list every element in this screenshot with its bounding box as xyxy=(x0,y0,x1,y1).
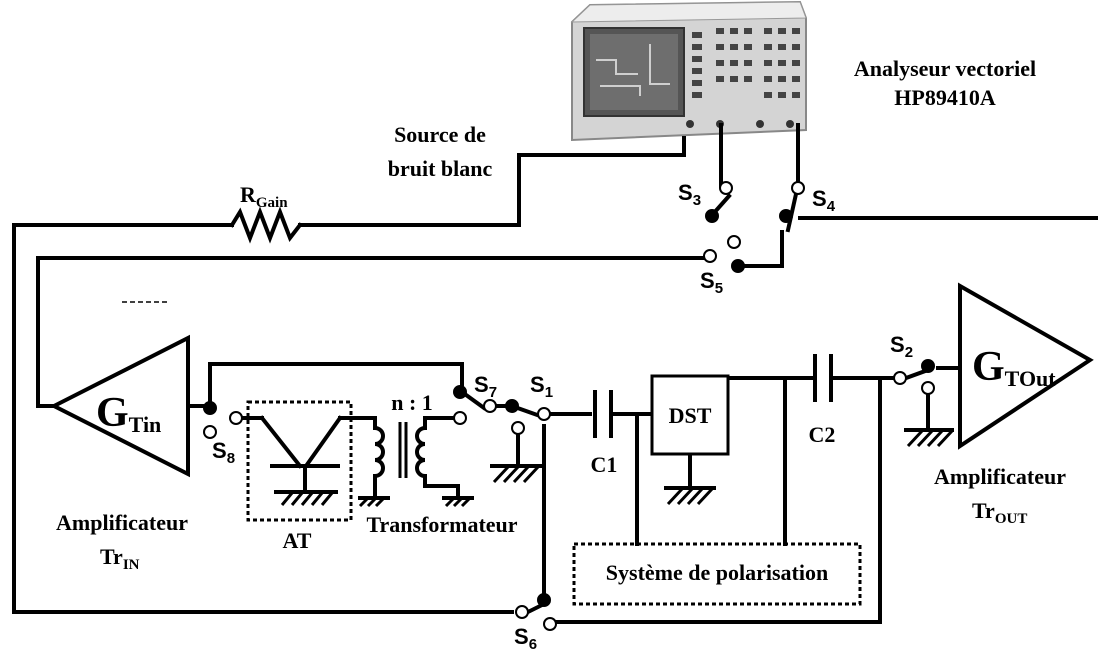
switch-s3-label: S3 xyxy=(678,180,701,209)
amplifier-in-caption: Amplificateur xyxy=(56,510,188,535)
amplifier-out-tr-label: TrOUT xyxy=(972,498,1027,527)
attenuator-label: AT xyxy=(283,528,312,553)
amplifier-out-symbol xyxy=(958,282,1094,450)
amplifier-out-gain-label: GTOut xyxy=(972,344,1056,391)
analyzer-model-label: HP89410A xyxy=(894,85,996,110)
circuit-wires xyxy=(12,123,1098,624)
switch-s6-label: S6 xyxy=(514,624,537,652)
switch-s7-label: S7 xyxy=(474,372,497,401)
ground-transformer-primary xyxy=(358,496,390,508)
switch-s1-label: S1 xyxy=(530,372,553,401)
resistor-rgain xyxy=(229,206,303,244)
noise-source-label-line1: Source de xyxy=(394,122,486,147)
ground-s1 xyxy=(490,464,542,484)
amplifier-in-tr-label: TrIN xyxy=(100,544,140,573)
dst-label: DST xyxy=(669,403,712,428)
capacitor-c2-label: C2 xyxy=(809,422,836,447)
ground-transformer-secondary xyxy=(442,496,474,508)
amplifier-out-caption: Amplificateur xyxy=(934,464,1066,489)
amplifier-in-symbol xyxy=(49,334,190,478)
ground-s2 xyxy=(904,428,954,448)
amplifier-in-gain-label: GTin xyxy=(96,390,161,437)
dst-box xyxy=(650,374,730,456)
switch-s8-label: S8 xyxy=(212,438,235,467)
attenuator-box xyxy=(246,400,353,522)
analyzer-name-label: Analyseur vectoriel xyxy=(854,56,1036,81)
bias-system-box xyxy=(572,542,862,606)
resistor-label: RGain xyxy=(240,182,288,211)
ground-symbols xyxy=(274,428,954,508)
transformer-label: Transformateur xyxy=(366,512,517,537)
bias-system-label: Système de polarisation xyxy=(606,560,828,585)
switch-s5-label: S5 xyxy=(700,268,723,297)
capacitor-c1-label: C1 xyxy=(591,452,618,477)
switch-contacts xyxy=(203,181,935,631)
ground-attenuator xyxy=(274,490,338,506)
ground-dst xyxy=(664,486,716,506)
transformer-ratio-label: n : 1 xyxy=(391,390,433,415)
switch-s2-label: S2 xyxy=(890,332,913,361)
switch-s4-label: S4 xyxy=(812,186,836,215)
noise-source-label-line2: bruit blanc xyxy=(388,156,493,181)
vector-analyzer-image xyxy=(570,0,807,142)
